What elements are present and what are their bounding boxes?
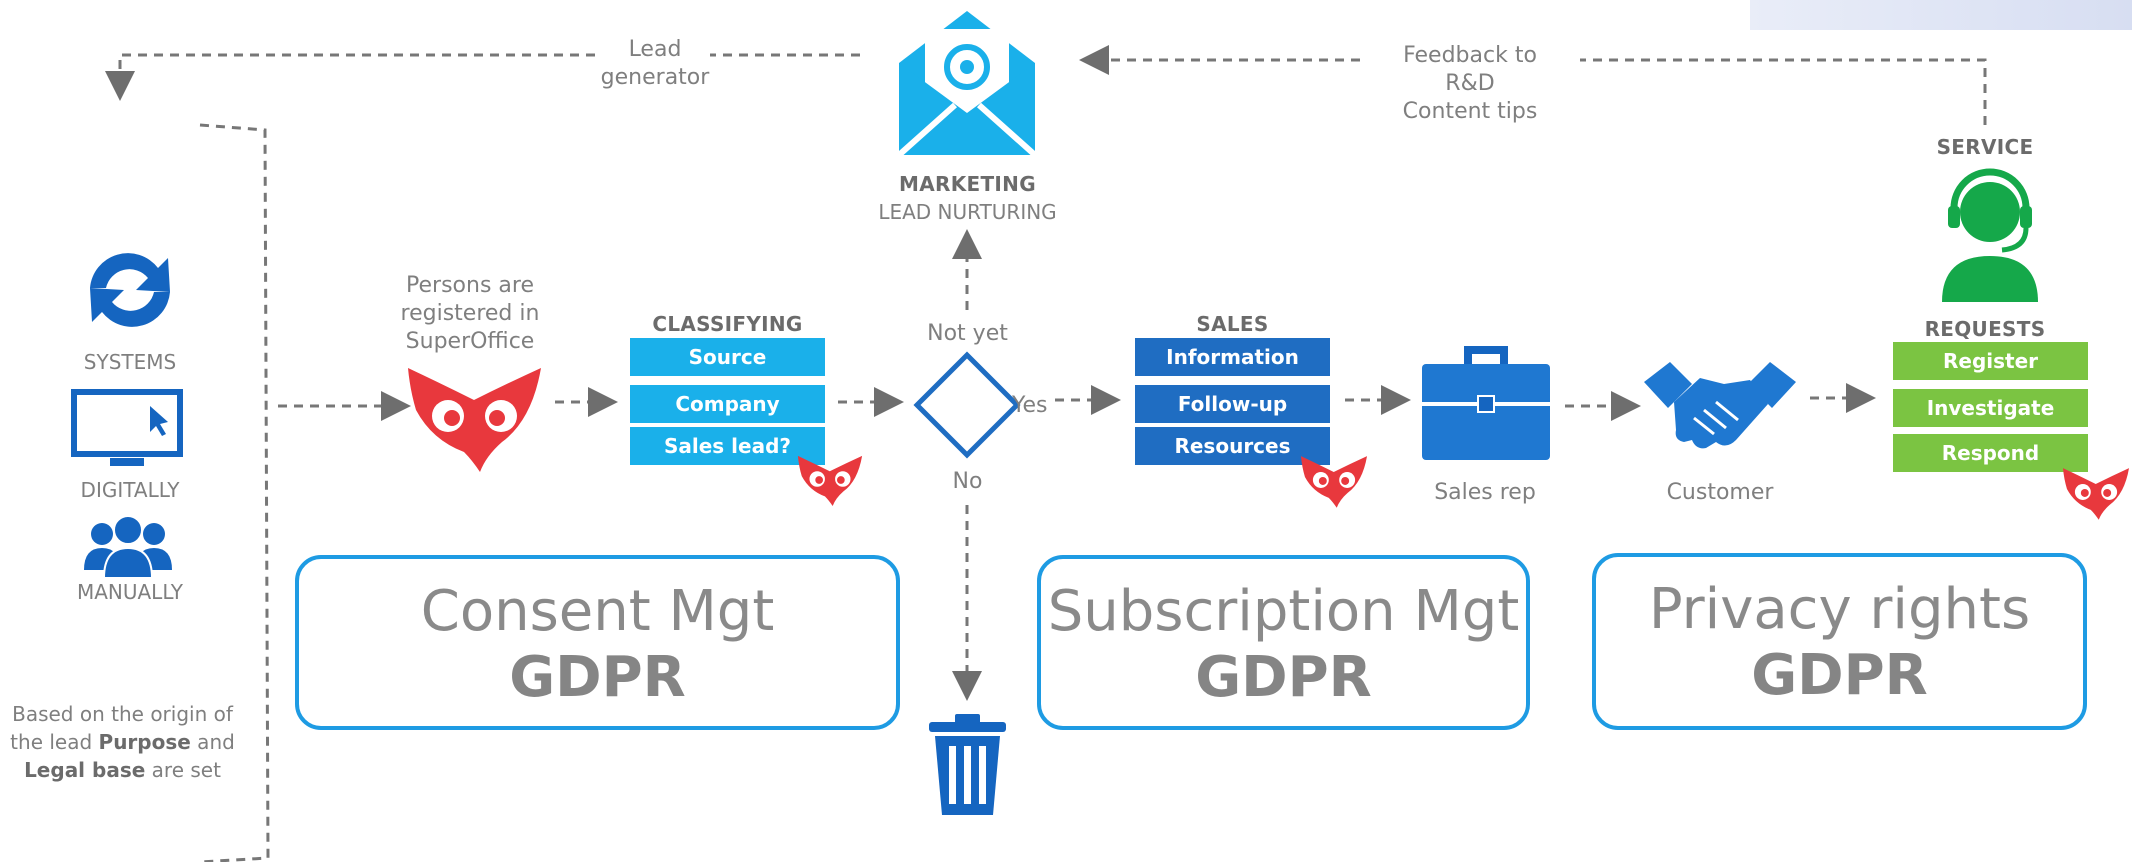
gdpr-box-title: Privacy rights (1648, 577, 2031, 642)
eu-flag-fragment (1750, 0, 2132, 30)
marketing-subtitle: LEAD NURTURING (878, 200, 1057, 224)
classify-source: Source (630, 338, 825, 376)
origin-note-end: are set (145, 758, 221, 782)
gdpr-box-sub: GDPR (509, 645, 686, 710)
origin-note-and: and (190, 730, 235, 754)
bracket (199, 123, 270, 862)
gdpr-box-sub: GDPR (1751, 643, 1928, 708)
classify-sales-lead: Sales lead? (630, 427, 825, 465)
marketing-title: MARKETING (899, 172, 1036, 196)
gdpr-box-subscription: Subscription Mgt GDPR (1037, 555, 1530, 730)
classifying-title: CLASSIFYING (652, 312, 803, 336)
sales-resources: Resources (1135, 427, 1330, 465)
gdpr-box-title: Subscription Mgt (1047, 579, 1520, 644)
legal-base-term: Legal base (24, 758, 146, 782)
gdpr-box-sub: GDPR (1195, 645, 1372, 710)
requests-title: REQUESTS (1924, 317, 2046, 341)
customer-label: Customer (1666, 480, 1774, 505)
sync-icon (70, 240, 190, 340)
systems-label: SYSTEMS (83, 350, 177, 374)
sales-information: Information (1135, 338, 1330, 376)
gdpr-box-title: Consent Mgt (420, 579, 775, 644)
lead-generator-label: Lead generator (580, 36, 730, 92)
decision-diamond (912, 350, 1022, 460)
yes-label: Yes (1012, 393, 1048, 418)
request-register: Register (1893, 342, 2088, 380)
gdpr-box-privacy: Privacy rights GDPR (1592, 553, 2087, 730)
owl-logo-small (1298, 448, 1370, 512)
email-envelope-icon (895, 5, 1040, 160)
feedback-label: Feedback to R&D Content tips (1370, 42, 1570, 126)
sales-title: SALES (1196, 312, 1269, 336)
sales-follow-up: Follow-up (1135, 385, 1330, 423)
lead-generator-line2: generator (600, 65, 710, 90)
lead-generator-line-left (105, 53, 595, 101)
manually-label: MANUALLY (76, 580, 184, 604)
feedback-line1: Feedback to (1403, 43, 1537, 68)
service-title: SERVICE (1936, 135, 2034, 159)
briefcase-icon (1418, 342, 1554, 464)
feedback-line-right (1580, 58, 1987, 125)
origin-note-line1: Based on the origin of (12, 702, 233, 726)
registered-line2: registered in (400, 301, 540, 326)
request-investigate: Investigate (1893, 389, 2088, 427)
gdpr-box-consent: Consent Mgt GDPR (295, 555, 900, 730)
owl-logo-small (795, 448, 865, 510)
handshake-icon (1640, 358, 1800, 458)
classify-company: Company (630, 385, 825, 423)
headset-agent-icon (1930, 168, 2050, 303)
owl-logo (402, 360, 547, 472)
purpose-term: Purpose (98, 730, 191, 754)
lead-generator-line1: Lead (628, 37, 682, 62)
registered-line1: Persons are (406, 273, 534, 298)
digitally-label: DIGITALLY (80, 478, 180, 502)
registered-line3: SuperOffice (405, 329, 535, 354)
sales-rep-label: Sales rep (1434, 480, 1536, 505)
feedback-line2: R&D (1445, 71, 1495, 96)
no-label: No (952, 469, 983, 494)
monitor-icon (70, 388, 186, 468)
owl-logo-small (2060, 460, 2132, 524)
origin-note: Based on the origin of the lead Purpose … (0, 700, 245, 784)
people-icon (80, 512, 176, 582)
request-respond: Respond (1893, 434, 2088, 472)
origin-note-pre: the lead (10, 730, 99, 754)
trash-icon (925, 712, 1010, 817)
feedback-line3: Content tips (1402, 99, 1538, 124)
not-yet-label: Not yet (927, 321, 1008, 346)
registered-text: Persons are registered in SuperOffice (385, 272, 555, 356)
